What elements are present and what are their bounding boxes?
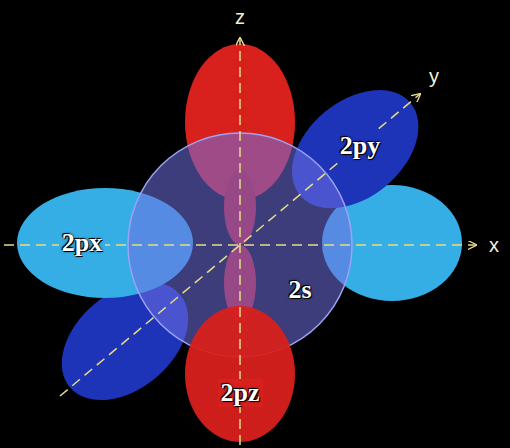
orbital-label: 2pz: [218, 379, 263, 408]
z-axis: [239, 38, 241, 445]
orbital-label: 2px: [59, 229, 105, 258]
axis-label: x: [487, 234, 501, 256]
orbital-label: 2s: [285, 276, 314, 305]
x-axis: [4, 244, 476, 246]
axis-label-holder: x: [487, 234, 501, 256]
axis-label: y: [427, 65, 441, 87]
axis-label-holder: z: [233, 6, 247, 28]
axis-label: z: [233, 6, 247, 28]
orbital-label: 2py: [337, 132, 383, 161]
axis-label-holder: y: [427, 65, 441, 87]
y-axis: [60, 94, 420, 396]
